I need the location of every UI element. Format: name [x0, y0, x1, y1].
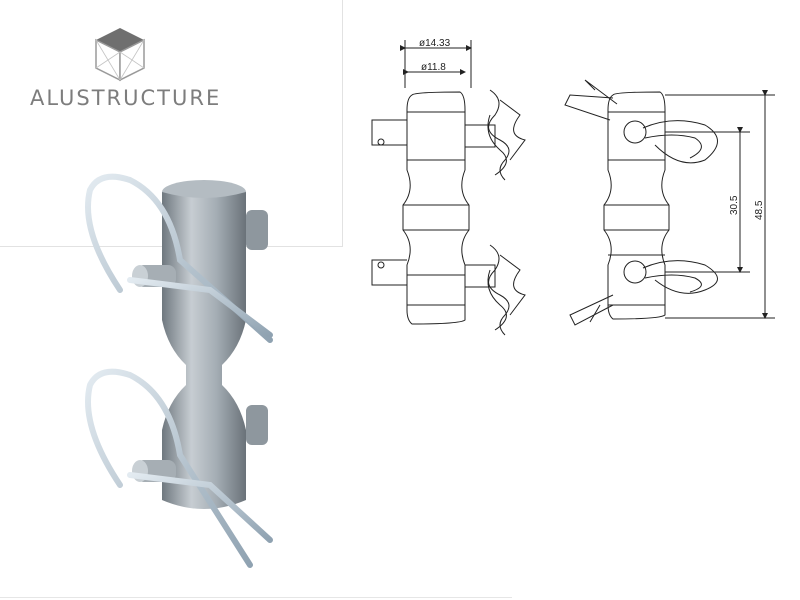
total-length-label: 48.5	[754, 200, 765, 220]
outer-diameter-label: ø14.33	[419, 38, 451, 49]
lower-cross-pin	[246, 405, 268, 445]
pin-spacing-label: 30.5	[729, 195, 740, 215]
upper-r-clip	[85, 173, 273, 343]
pin-body	[162, 192, 246, 509]
front-view	[371, 40, 526, 336]
upper-cross-pin	[246, 210, 268, 250]
technical-drawing: ø14.33 ø11.8 30.5 48.5	[371, 38, 775, 336]
product-photo	[85, 173, 273, 568]
brand-name: ALUSTRUCTURE	[30, 86, 222, 110]
side-view	[564, 79, 775, 326]
inner-diameter-label: ø11.8	[421, 62, 446, 73]
cube-logo-icon	[95, 28, 145, 82]
lower-r-clip	[85, 368, 273, 568]
bottom-divider	[0, 597, 512, 598]
